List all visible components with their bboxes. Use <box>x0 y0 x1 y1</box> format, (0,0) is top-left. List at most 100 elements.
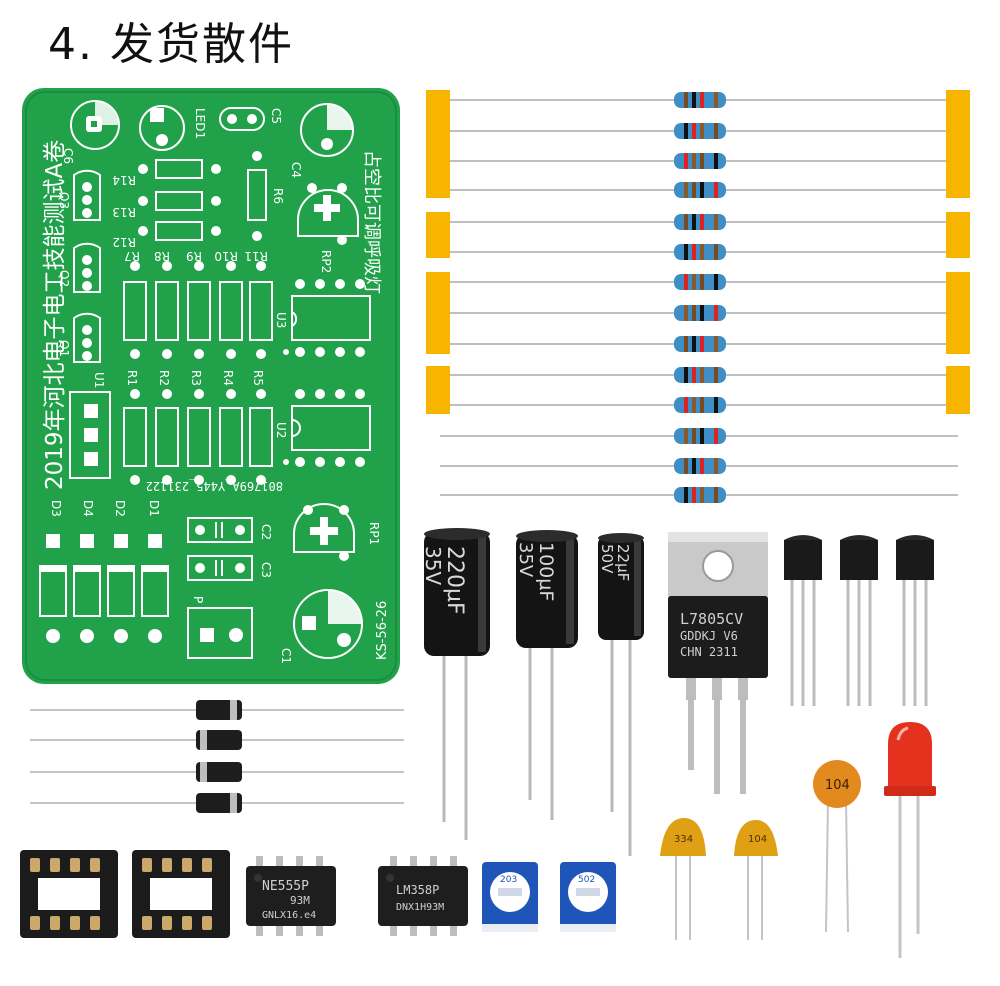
resistor-tape <box>426 90 970 503</box>
resistor <box>450 182 946 198</box>
pcb-diode-footprints <box>39 534 169 643</box>
pcb-ref-led1: LED1 <box>193 108 207 139</box>
pcb-vertical-resistor-footprints <box>123 261 273 485</box>
cap220-value: 220µF <box>442 546 467 615</box>
pcb-ref-rp2: RP2 <box>319 250 333 273</box>
pcb-ref-r11: R11 <box>244 249 268 263</box>
page-title: 4. 发货散件 <box>48 19 294 70</box>
diode-2 <box>30 730 404 750</box>
pcb-p-footprint <box>187 607 253 659</box>
resistor <box>450 244 946 260</box>
pcb-bottom-code: 801769A_Y445_231122 <box>146 479 283 493</box>
pcb-ref-u2: U2 <box>274 422 288 438</box>
pcb-ref-r2: R2 <box>157 370 171 386</box>
diode-3 <box>30 762 404 782</box>
trimmer-potentiometer-1: 203 <box>482 862 538 932</box>
ic-socket-2 <box>132 850 230 938</box>
pcb-ref-d2: D2 <box>113 500 127 517</box>
resistor <box>450 123 946 139</box>
cap22-value: 22µF <box>614 544 632 581</box>
pcb-ref-c4: C4 <box>289 162 303 178</box>
pcb-ref-r14: R14 <box>112 173 136 187</box>
ic-socket-1 <box>20 850 118 938</box>
pcb-c5-footprint <box>219 107 265 131</box>
pcb-rp2-footprint <box>297 183 359 245</box>
ceramic-capacitor-334: 334 <box>660 818 706 940</box>
pcb-right-label: 占空比可调呼吸灯 <box>361 150 382 294</box>
resistor <box>450 305 946 321</box>
pcb-ref-d4: D4 <box>81 500 95 517</box>
pcb-ref-r1: R1 <box>125 370 139 386</box>
cap22-voltage: 50V <box>598 544 616 574</box>
resistor <box>440 458 958 474</box>
pcb-u3-footprint <box>283 279 371 357</box>
transistor-3 <box>896 535 934 706</box>
pcb-vertical-title: 2019年河北电子电工技能测试A卷 <box>42 140 68 490</box>
pcb-r6-footprint <box>247 151 267 241</box>
pcb-c4-footprint <box>300 103 354 157</box>
ceramic-104b-label: 104 <box>825 778 850 793</box>
pcb-ref-rp1: RP1 <box>367 522 381 545</box>
pcb-ref-c2: C2 <box>259 524 273 540</box>
pcb-c6-footprint <box>70 100 120 150</box>
diodes <box>30 700 404 813</box>
transistor-1 <box>784 535 822 706</box>
pcb-ref-d3: D3 <box>49 500 63 517</box>
resistor <box>450 336 946 352</box>
trimmer-potentiometer-2: 502 <box>560 862 616 932</box>
diode-4 <box>30 793 404 813</box>
pcb-q3-footprint <box>73 169 101 221</box>
pcb-r14-r12-footprints <box>155 159 203 241</box>
ic358-line1: LM358P <box>396 883 439 897</box>
pot2-value: 502 <box>578 875 595 885</box>
pcb-ref-c1: C1 <box>279 648 293 664</box>
pcb-ref-d1: D1 <box>147 500 161 517</box>
resistor <box>440 428 958 444</box>
resistor <box>450 92 946 108</box>
cap100-value: 100µF <box>535 542 557 601</box>
resistor-rows <box>440 92 958 503</box>
electrolytic-capacitor-22uf: 22µF 50V <box>598 533 644 856</box>
ceramic-334-label: 334 <box>674 834 693 845</box>
pcb-ref-r6: R6 <box>271 188 285 204</box>
pcb-c1-footprint <box>293 589 363 659</box>
pcb-ref-c6: C6 <box>61 148 75 164</box>
pcb-rp1-footprint <box>293 503 355 561</box>
pcb-ref-r9: R9 <box>186 249 202 263</box>
pcb-ref-r12: R12 <box>112 235 136 249</box>
pcb-ref-r5: R5 <box>251 370 265 386</box>
ceramic-capacitor-104-a: 104 <box>734 820 778 940</box>
electrolytic-capacitor-100uf: 100µF 35V <box>515 530 578 820</box>
pcb-ref-r10: R10 <box>214 249 238 263</box>
electrolytic-capacitor-220uf: 220µF 35V <box>421 528 490 840</box>
pot1-value: 203 <box>500 875 517 885</box>
pcb-ref-c5: C5 <box>269 108 283 124</box>
resistor <box>450 367 946 383</box>
pcb-ref-r13: R13 <box>112 205 136 219</box>
pcb-board: 2019年河北电子电工技能测试A卷 占空比可调呼吸灯 801769A_Y445_… <box>22 88 400 684</box>
pcb-ref-q2: Q2 <box>57 270 71 287</box>
pcb-ref-u1: U1 <box>92 372 106 388</box>
pcb-ref-p: P <box>191 596 205 603</box>
pcb-ref-r4: R4 <box>221 370 235 386</box>
pcb-q2-footprint <box>73 242 101 293</box>
pcb-q1-footprint <box>73 312 101 363</box>
pcb-u1-footprint <box>69 391 111 479</box>
voltage-regulator-l7805: L7805CV GDDKJ V6 CHN 2311 <box>668 532 768 794</box>
resistor <box>450 214 946 230</box>
ic555-line3: GNLX16.e4 <box>262 910 316 921</box>
dip-ic-lm358: LM358P DNX1H93M <box>378 856 468 936</box>
ic555-line1: NE555P <box>262 879 309 894</box>
pcb-ref-r8: R8 <box>154 249 170 263</box>
ceramic-104a-label: 104 <box>748 834 767 845</box>
resistor <box>450 274 946 290</box>
pcb-ref-q3: Q3 <box>57 192 71 209</box>
cap220-voltage: 35V <box>421 546 445 585</box>
regulator-line2: GDDKJ V6 <box>680 629 738 643</box>
pcb-ref-r7: R7 <box>124 249 140 263</box>
resistor <box>450 397 946 413</box>
resistor <box>450 153 946 169</box>
dip-ic-ne555: NE555P 93M GNLX16.e4 <box>246 856 336 936</box>
ic555-line2: 93M <box>290 894 310 907</box>
